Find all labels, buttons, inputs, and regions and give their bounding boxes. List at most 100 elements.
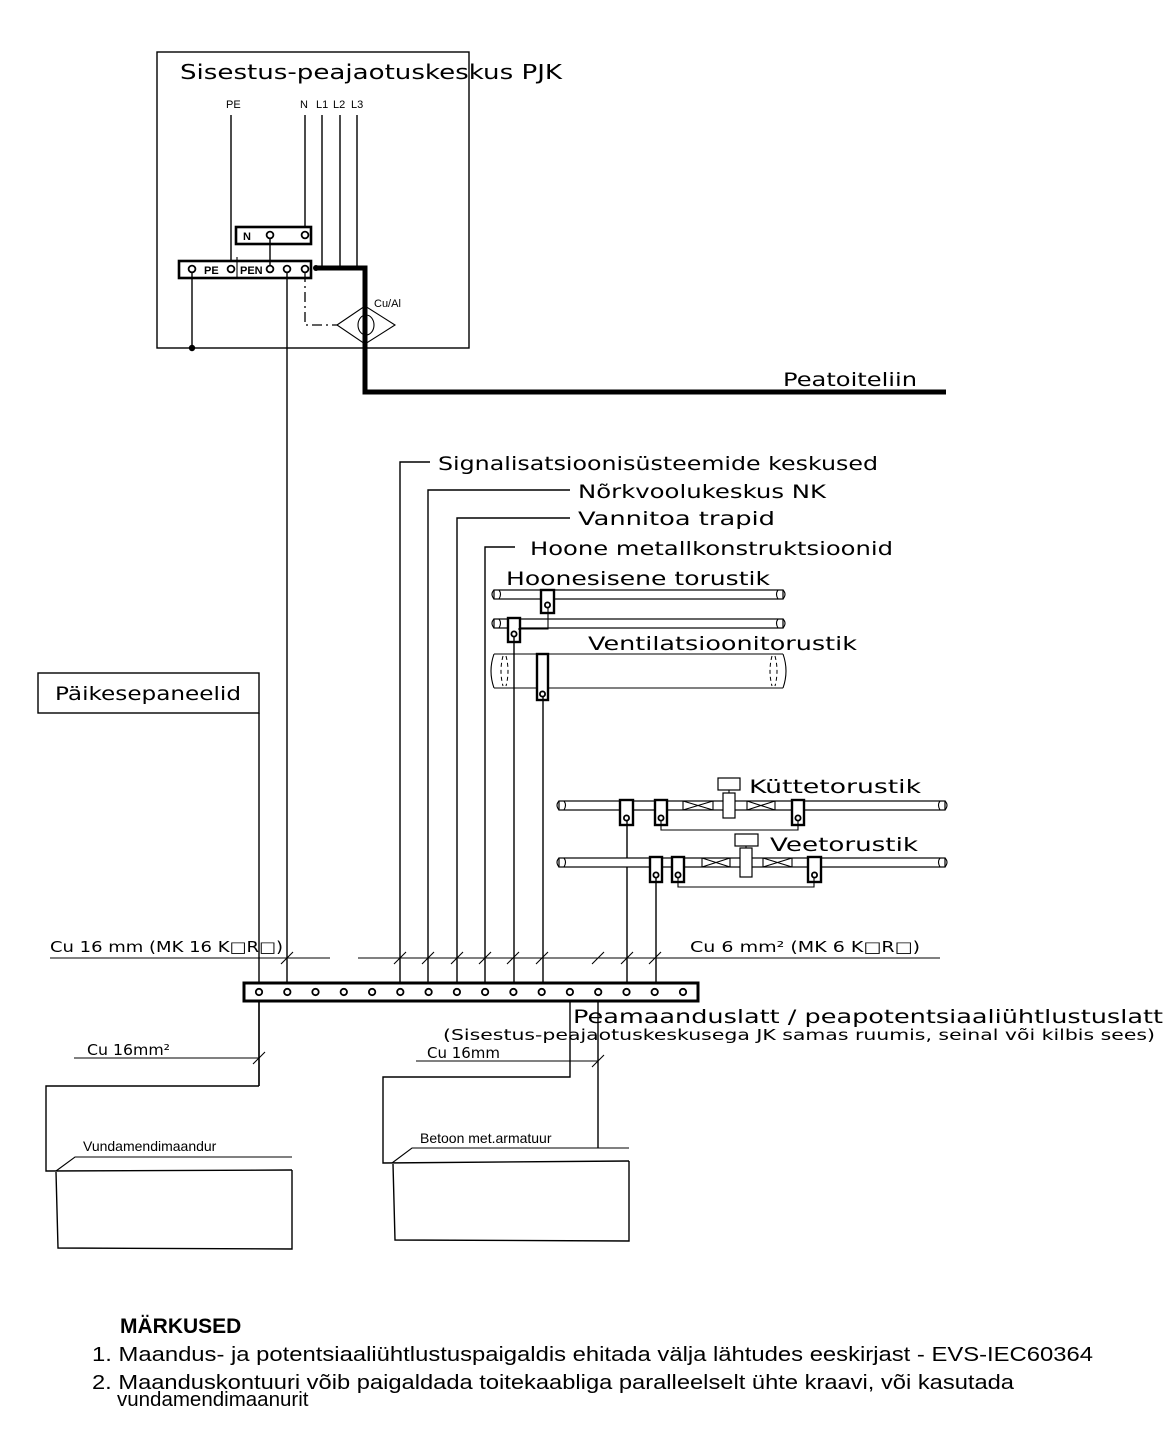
- concrete-electrode-label: Betoon met.armatuur: [420, 1130, 552, 1146]
- pipe-break-icon: [491, 618, 786, 629]
- leader-bathroom-drains: [456, 517, 570, 990]
- meter-bypass-bond: [677, 878, 815, 888]
- conductor-tick: [591, 951, 605, 965]
- conductor-tick: [450, 951, 464, 965]
- busbar-terminal: [311, 987, 320, 997]
- leader-metal-structures: [484, 546, 515, 990]
- busbar-terminal: [396, 987, 405, 997]
- pe-pen-terminal: [187, 264, 197, 274]
- bonded-systems: Signalisatsioonisüsteemide keskused Nõrk…: [399, 453, 893, 990]
- conductor-tick: [648, 951, 662, 965]
- foundation-block: [55, 1170, 293, 1250]
- ventilation-duct: [490, 653, 787, 689]
- meter-head: [734, 833, 759, 847]
- valve-icon: [762, 857, 793, 868]
- pe-pen-busbar: [177, 259, 313, 280]
- clamp-terminal: [652, 871, 660, 879]
- clamp-terminal: [674, 871, 682, 879]
- pipe-break-icon: [556, 857, 948, 868]
- duct-break-icon: [500, 655, 778, 687]
- n-busbar-label: N: [243, 231, 251, 243]
- conductor-label-pe: PE: [226, 99, 241, 111]
- water-piping: Veetorustik: [556, 833, 948, 990]
- foundation-label-leader: [55, 1156, 292, 1172]
- busbar-terminal: [678, 987, 688, 997]
- busbar-label: Peamaanduslatt / peapotentsiaaliühtlustu…: [573, 1006, 1163, 1028]
- busbar-terminal: [424, 987, 433, 997]
- busbar-terminal: [509, 987, 518, 997]
- busbar-sublabel: (Sisestus-peajaotuskeskusega JK samas ru…: [443, 1026, 1155, 1044]
- conductor-spec-right: Cu 6 mm² (MK 6 K□R□): [690, 938, 920, 956]
- conductor-label-l1: L1: [316, 99, 328, 111]
- label-ventilation-piping: Ventilatsioonitorustik: [588, 633, 857, 655]
- label-metal-structures: Hoone metallkonstruktsioonid: [530, 538, 893, 560]
- clamp-terminal: [544, 601, 552, 609]
- solar-panels-box: [37, 672, 260, 714]
- note-item-2-continuation: vundamendimaanurit: [117, 1388, 309, 1411]
- meter-body: [739, 847, 753, 878]
- valve-icon: [701, 857, 731, 868]
- clamp-terminal: [539, 690, 547, 698]
- concrete-bond-wire-1: [382, 1001, 630, 1164]
- busbar-terminal: [452, 987, 461, 997]
- pe-pen-terminal: [226, 264, 236, 274]
- distribution-board-title: Sisestus-peajaotuskeskus PJK: [180, 60, 563, 84]
- busbar-terminals: [254, 987, 688, 997]
- pe-pen-terminal: [282, 264, 292, 274]
- solar-panels-label: Päikesepaneelid: [55, 683, 241, 705]
- cu-al-label: Cu/Al: [374, 298, 401, 310]
- pump-head: [717, 777, 741, 791]
- busbar-terminal: [565, 987, 575, 997]
- valve-icon: [682, 800, 714, 811]
- distribution-board: Sisestus-peajaotuskeskus PJK PE N L1 L2 …: [156, 51, 946, 395]
- conductor-label-l3: L3: [351, 99, 363, 111]
- main-supply-label: Peatoiteliin: [783, 369, 917, 391]
- pe-busbar-label: PE: [204, 265, 219, 277]
- distribution-board-frame: [156, 51, 470, 349]
- pipe-break-icon: [491, 589, 786, 600]
- conductor-tick: [620, 951, 634, 965]
- busbar-terminal: [594, 987, 603, 997]
- valve-icon: [746, 800, 776, 811]
- conductor-tick: [478, 951, 492, 965]
- label-heating-piping: Küttetorustik: [749, 776, 921, 798]
- notes: MÄRKUSED 1. Maandus- ja potentsiaaliühtl…: [92, 1315, 1093, 1411]
- conductor-tick: [280, 951, 294, 965]
- concrete-reinforcement-electrode: Cu 16mm Betoon met.armatuur: [382, 1001, 630, 1242]
- internal-pipe-1: [493, 589, 784, 600]
- n-busbar-terminal: [300, 230, 310, 240]
- frame-connection-dot: [188, 344, 196, 352]
- busbar-terminal: [480, 987, 490, 997]
- conductor-ticks: [280, 951, 662, 965]
- clamp-terminal: [623, 814, 631, 822]
- busbar-terminal: [254, 987, 264, 997]
- label-bathroom-drains: Vannitoa trapid: [578, 508, 775, 530]
- clamp-terminal: [510, 630, 518, 638]
- foundation-conductor-label: Cu 16mm²: [87, 1041, 170, 1059]
- conductor-tick: [535, 951, 549, 965]
- busbar-terminal: [339, 987, 348, 997]
- conductor-tick: [393, 951, 407, 965]
- leader-low-voltage-centre: [427, 489, 570, 990]
- conductor-tick: [421, 951, 435, 965]
- note-item-2: 2. Maanduskontuuri võib paigaldada toite…: [92, 1371, 1015, 1394]
- internal-pipe-2: [493, 618, 784, 629]
- conductor-specs: Cu 16 mm (MK 16 K□R□) Cu 6 mm² (MK 6 K□R…: [50, 938, 940, 965]
- main-earthing-bar: [242, 981, 700, 1003]
- conductor-spec-left: Cu 16 mm (MK 16 K□R□): [50, 938, 283, 956]
- pen-busbar-label: PEN: [240, 265, 263, 277]
- label-water-piping: Veetorustik: [770, 834, 918, 856]
- heating-piping: Küttetorustik: [556, 776, 948, 990]
- cu-al-transition-symbol: [336, 305, 397, 345]
- busbar-terminal: [622, 987, 631, 997]
- label-alarm-centres: Signalisatsioonisüsteemide keskused: [438, 453, 878, 475]
- heating-pipe: [558, 800, 946, 811]
- concrete-block: [392, 1161, 630, 1242]
- clamp-terminal: [811, 871, 819, 879]
- busbar-terminal: [367, 987, 377, 997]
- concrete-conductor-label: Cu 16mm: [427, 1044, 500, 1062]
- valve-bypass-bond: [660, 821, 799, 831]
- main-earthing-busbar: Peamaanduslatt / peapotentsiaaliühtlustu…: [242, 981, 1163, 1044]
- conductor-label-l2: L2: [333, 99, 345, 111]
- pipe-break-icon: [556, 800, 948, 811]
